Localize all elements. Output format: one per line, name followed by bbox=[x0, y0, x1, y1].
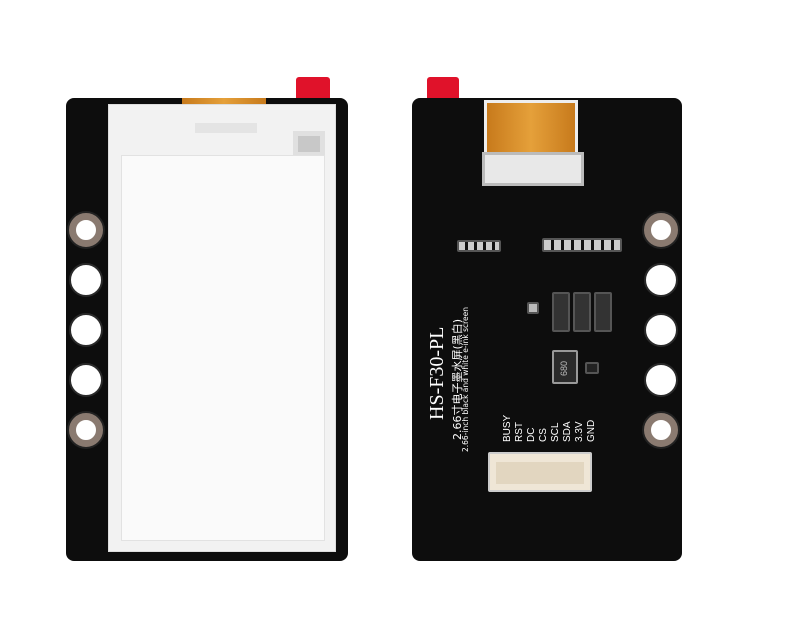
panel-tab bbox=[195, 123, 257, 133]
mount-hole bbox=[69, 213, 103, 247]
front-flex-cable bbox=[182, 98, 266, 108]
title-en-label: 2.66-inch black and white e-ink screen bbox=[461, 306, 470, 452]
pin-hole bbox=[644, 263, 678, 297]
diode bbox=[573, 292, 591, 332]
diode bbox=[552, 292, 570, 332]
fpc-connector bbox=[482, 152, 584, 186]
pin-label-sda: SDA bbox=[562, 421, 573, 442]
capacitor bbox=[527, 302, 539, 314]
pin-label-gnd: GND bbox=[586, 419, 597, 442]
pin-label-dc: DC bbox=[526, 427, 537, 442]
pin-label-cs: CS bbox=[538, 428, 549, 442]
transistor bbox=[585, 362, 599, 374]
mount-hole bbox=[644, 413, 678, 447]
diode bbox=[594, 292, 612, 332]
resistor-array bbox=[542, 238, 622, 252]
eink-panel bbox=[108, 104, 336, 552]
pin-label-busy: BUSY bbox=[502, 414, 513, 442]
pin-hole bbox=[69, 263, 103, 297]
back-flex-cable bbox=[484, 100, 578, 156]
inductor bbox=[552, 350, 578, 384]
inductor-marking: 680 bbox=[559, 360, 569, 376]
pin-hole bbox=[69, 363, 103, 397]
pin-label-33v: 3.3V bbox=[574, 421, 585, 442]
pin-hole bbox=[644, 363, 678, 397]
jst-connector bbox=[488, 452, 592, 492]
resistor-array bbox=[457, 240, 501, 252]
mount-hole bbox=[69, 413, 103, 447]
eink-active-area bbox=[121, 155, 325, 541]
pin-label-scl: SCL bbox=[550, 422, 561, 442]
pin-hole bbox=[69, 313, 103, 347]
pin-hole bbox=[644, 313, 678, 347]
model-label: HS-F30-PL bbox=[426, 326, 448, 420]
mount-hole bbox=[644, 213, 678, 247]
panel-corner-chip bbox=[293, 131, 325, 157]
pin-label-rst: RST bbox=[514, 422, 525, 442]
